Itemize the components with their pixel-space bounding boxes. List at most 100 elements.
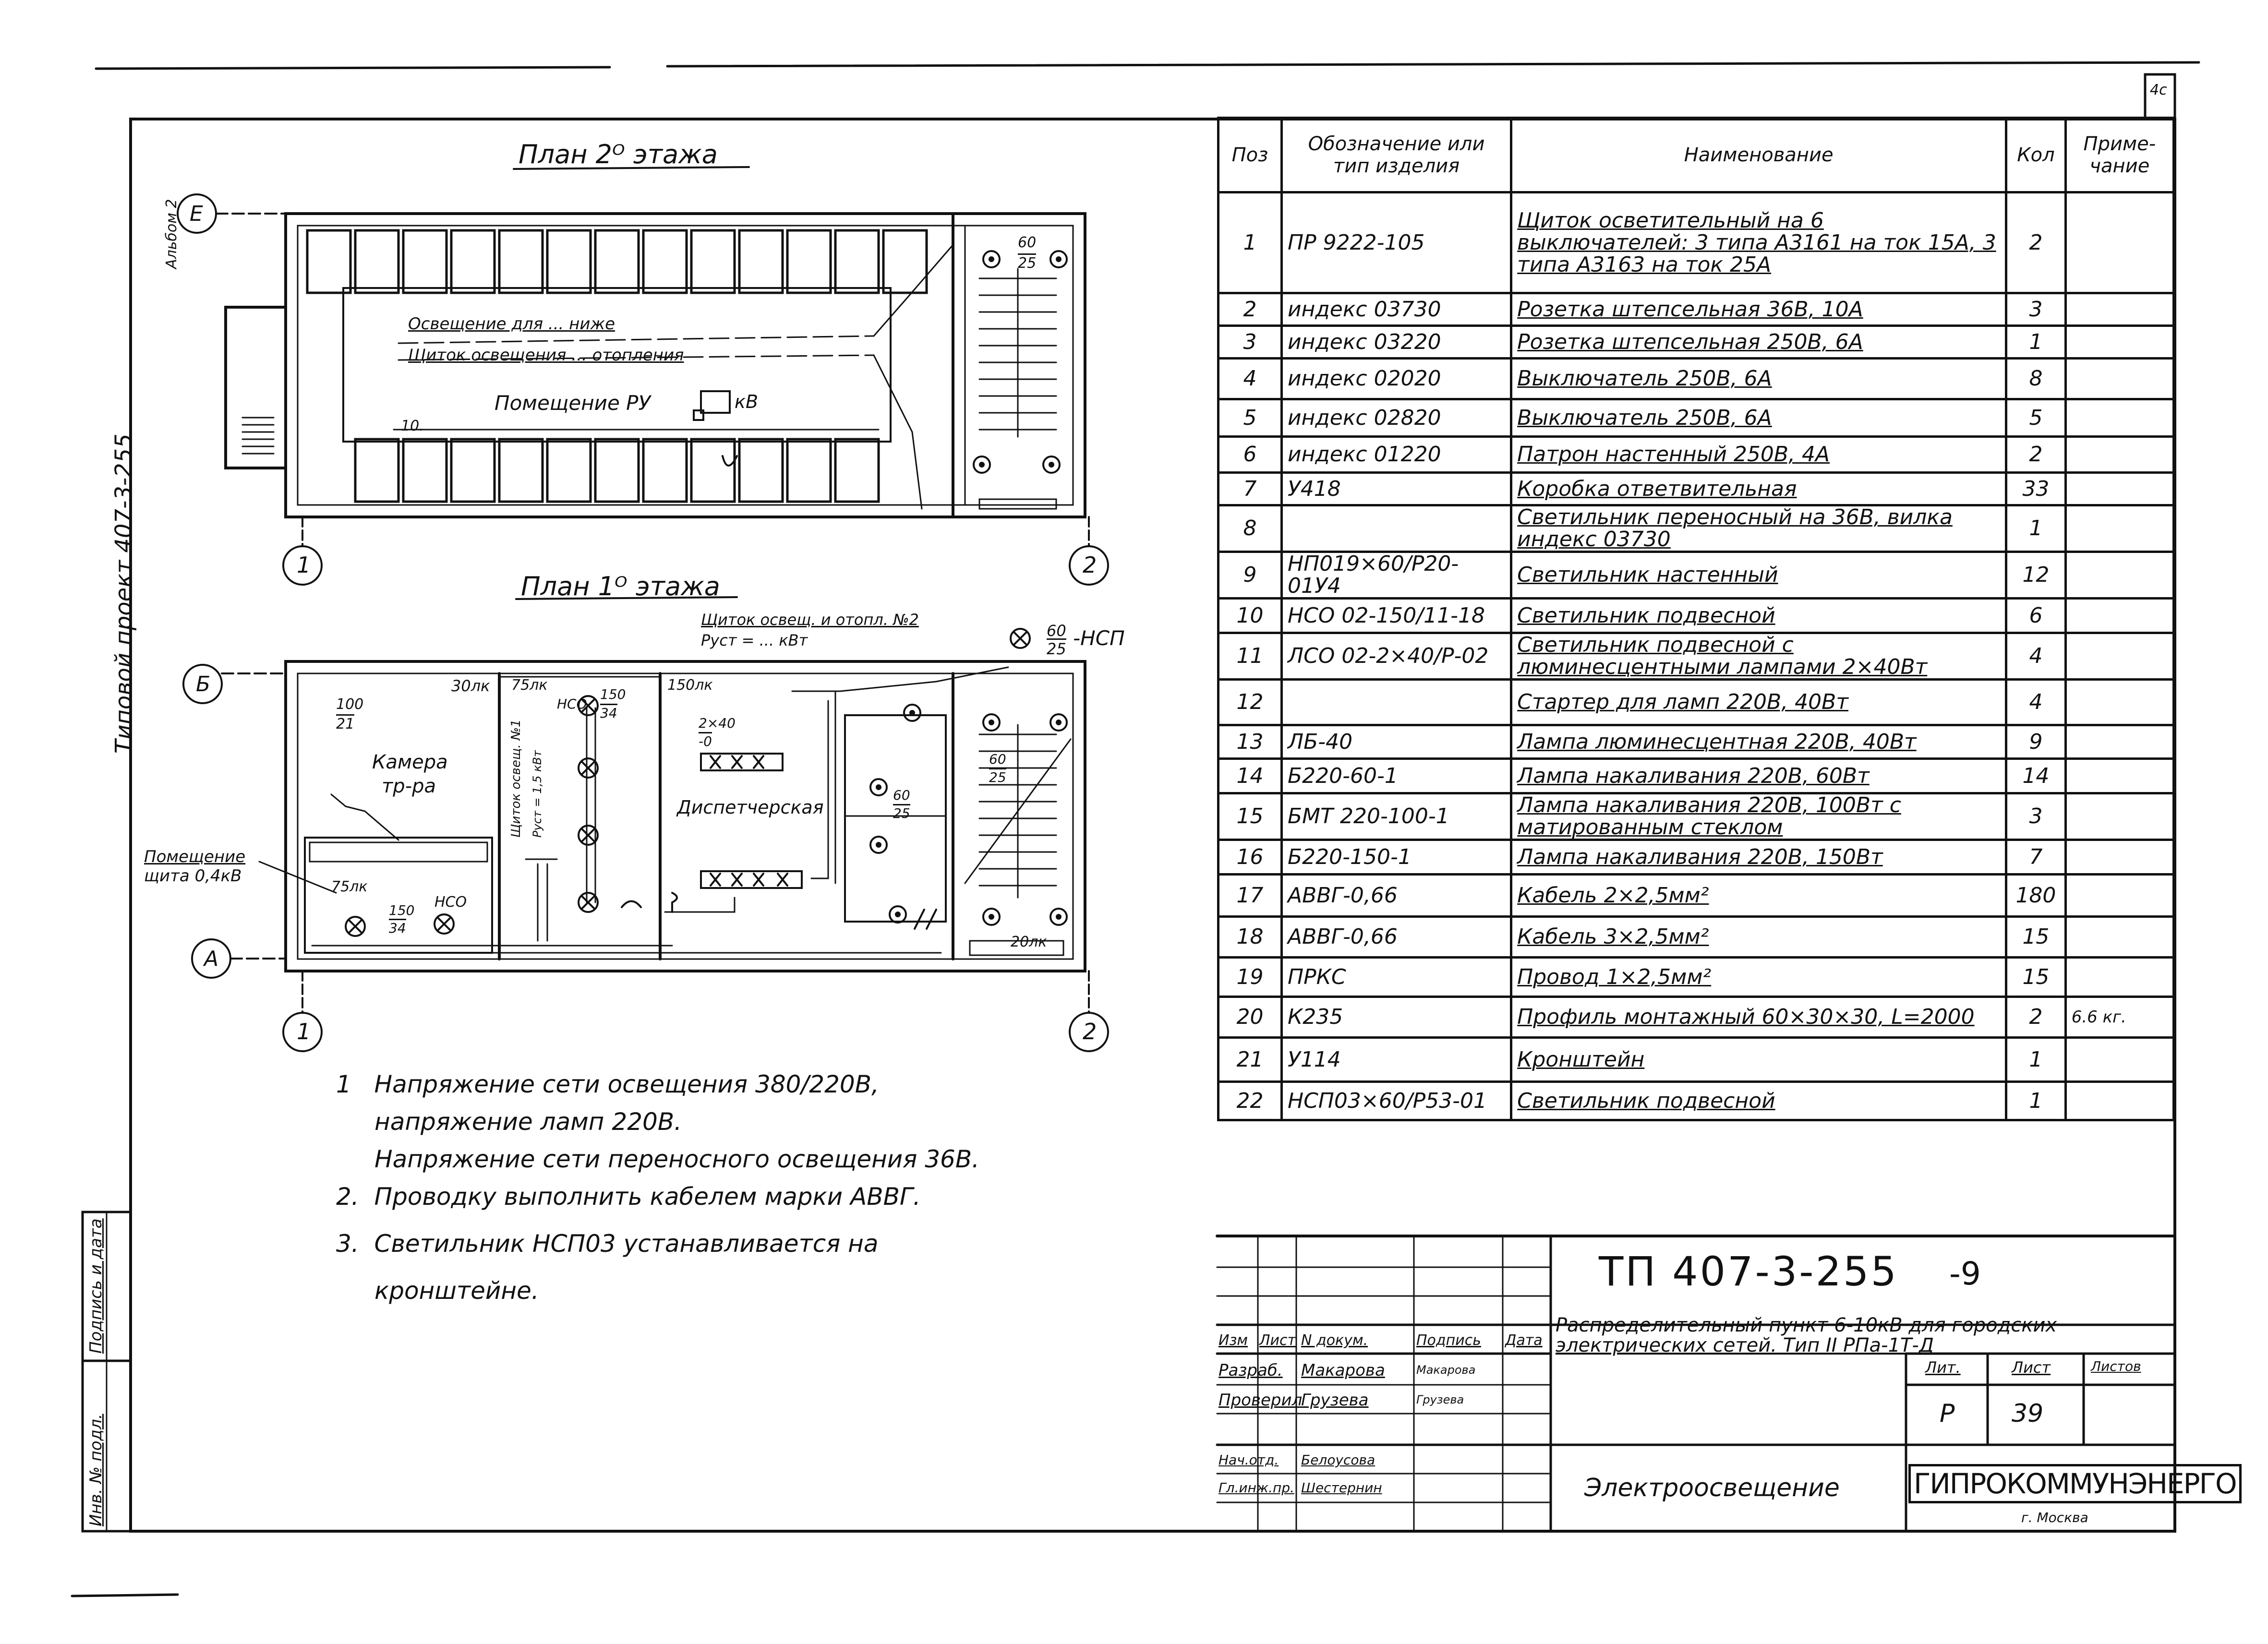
spec-cell-designation: индекс 01220: [1280, 435, 1513, 474]
spec-cell-note: [2064, 551, 2175, 600]
spec-cell-note: [2064, 678, 2175, 726]
spec-cell-name: Лампа накаливания 220В, 150Вт: [1510, 839, 2008, 876]
side-label-2: щита 0,4кВ: [144, 866, 242, 886]
specification-table: Поз Обозначение или тип изделия Наименов…: [1217, 117, 2175, 1121]
project-title-1: Распределительный пункт 6-10кВ для город…: [1556, 1314, 2057, 1336]
room3-den: -0: [699, 732, 712, 749]
subroom-den: 34: [389, 919, 406, 936]
spec-cell-qty: 3: [2005, 292, 2067, 327]
nsp-num: 60: [1047, 622, 1066, 640]
spec-cell-note: [2064, 757, 2175, 794]
project-title-2: электрических сетей. Тип II РПа-1Т-Д: [1556, 1334, 1934, 1356]
col-list: Лист: [1259, 1332, 1296, 1349]
spec-cell-name: Лампа люминесцентная 220В, 40Вт: [1510, 724, 2008, 760]
room4-lux: 20лк: [1011, 934, 1047, 950]
spec-cell-note: [2064, 1080, 2175, 1121]
spec-cell-pos: 21: [1217, 1036, 1283, 1083]
spec-cell-qty: 12: [2005, 551, 2067, 600]
spec-cell-qty: 2: [2005, 191, 2067, 294]
spec-cell-name: Щиток осветительный на 6 выключателей: 3…: [1510, 191, 2008, 294]
room3-num: 2×40: [699, 715, 736, 731]
spec-cell-name: Светильник подвесной: [1510, 597, 2008, 634]
axis-2-label-top: 2: [1083, 552, 1097, 578]
plan-2nd-line-2: Щиток освещения ... отопления: [408, 346, 684, 365]
panel-caption-2: Руст = ... кВт: [701, 631, 808, 649]
sig-1: Макарова: [1416, 1363, 1476, 1377]
subroom-nso: НСО: [434, 894, 467, 911]
hdr-sheet: Лист: [2012, 1358, 2051, 1377]
spec-cell-note: [2064, 398, 2175, 438]
spec-cell-pos: 3: [1217, 324, 1283, 360]
axis-2-label-bottom: 2: [1083, 1019, 1097, 1044]
left-margin-text: Типовой проект 407-3-255: [110, 433, 137, 754]
spec-cell-pos: 9: [1217, 551, 1283, 600]
spec-cell-designation: [1280, 678, 1513, 726]
spec-cell-qty: 1: [2005, 1080, 2067, 1121]
panel-caption-1: Щиток освещ. и отопл. №2: [701, 611, 919, 629]
spec-cell-name: Стартер для ламп 220В, 40Вт: [1510, 678, 2008, 726]
spec-cell-designation: индекс 02820: [1280, 398, 1513, 438]
plan-2nd-room-label: Помещение РУ: [495, 391, 651, 415]
spec-cell-name: Коробка ответвительная: [1510, 471, 2008, 506]
spec-cell-designation: АВВГ-0,66: [1280, 873, 1513, 918]
room2-lux: 75лк: [511, 677, 548, 694]
col-date: Дата: [1505, 1332, 1543, 1349]
spec-cell-pos: 13: [1217, 724, 1283, 760]
spec-cell-pos: 6: [1217, 435, 1283, 474]
axis-b-label: Б: [196, 672, 211, 696]
spec-cell-pos: 17: [1217, 873, 1283, 918]
spec-cell-note: [2064, 724, 2175, 760]
spec-cell-note: 6.6 кг.: [2064, 996, 2175, 1039]
name-1: Макарова: [1301, 1361, 1385, 1380]
spec-cell-note: [2064, 435, 2175, 474]
room1-num: 100: [336, 696, 364, 713]
spec-cell-qty: 9: [2005, 724, 2067, 760]
spec-cell-qty: 1: [2005, 324, 2067, 360]
spec-cell-qty: 15: [2005, 956, 2067, 998]
spec-cell-designation: ЛСО 02-2×40/Р-02: [1280, 632, 1513, 681]
room1-den: 21: [336, 714, 355, 732]
spec-cell-name: Розетка штепсельная 36В, 10А: [1510, 292, 2008, 327]
header-qty: Кол: [2005, 117, 2067, 193]
stamp-signature-date: Подпись и дата: [86, 1218, 106, 1354]
note-3-num: 3.: [336, 1230, 359, 1258]
spec-cell-name: Розетка штепсельная 250В, 6А: [1510, 324, 2008, 360]
spec-cell-pos: 16: [1217, 839, 1283, 876]
room1-lux: 30лк: [451, 677, 490, 695]
spec-cell-pos: 7: [1217, 471, 1283, 506]
spec-cell-note: [2064, 1036, 2175, 1083]
note-2-num: 2.: [336, 1183, 359, 1211]
spec-cell-name: Профиль монтажный 60×30×30, L=2000: [1510, 996, 2008, 1039]
spec-cell-designation: НП019×60/Р20-01У4: [1280, 551, 1513, 600]
spec-cell-note: [2064, 873, 2175, 918]
side-label-1: Помещение: [144, 847, 246, 866]
plan-2nd-pos-label: 10.: [401, 418, 424, 434]
name-4: Шестернин: [1301, 1480, 1382, 1496]
spec-cell-designation: Б220-60-1: [1280, 757, 1513, 794]
col-sign: Подпись: [1416, 1332, 1481, 1349]
notes-block: 1 Напряжение сети освещения 380/220В, на…: [336, 1066, 979, 1309]
spec-cell-note: [2064, 792, 2175, 841]
note-3-line-2: кронштейне.: [374, 1277, 539, 1305]
note-1-num: 1: [336, 1070, 351, 1098]
spec-cell-qty: 15: [2005, 915, 2067, 959]
spec-cell-name: Лампа накаливания 220В, 100Вт с матирова…: [1510, 792, 2008, 841]
spec-cell-qty: 180: [2005, 873, 2067, 918]
spec-cell-name: Светильник подвесной с люминесцентными л…: [1510, 632, 2008, 681]
spec-cell-name: Кабель 2×2,5мм²: [1510, 873, 2008, 918]
spec-cell-name: Кабель 3×2,5мм²: [1510, 915, 2008, 959]
